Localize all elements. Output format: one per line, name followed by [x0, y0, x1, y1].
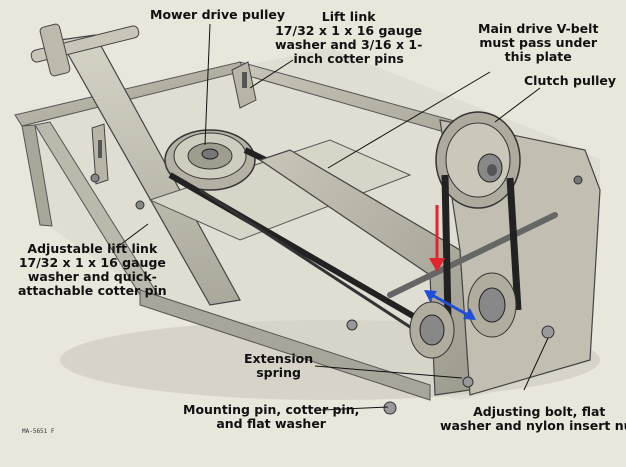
drive-shaft — [387, 212, 558, 298]
label-lift-link-line-2: 17/32 x 1 x 16 gauge — [275, 23, 423, 38]
red-arrow — [429, 205, 445, 272]
label-adjustable-line-4: attachable cotter pin — [18, 283, 167, 298]
lower-pulleys — [409, 272, 517, 359]
blue-arrow — [424, 290, 476, 320]
label-extension-spring: Extension spring — [244, 352, 313, 380]
label-main-drive-line-2: must pass under — [479, 35, 598, 50]
label-adjusting-line-1: Adjusting bolt, flat — [473, 404, 606, 419]
label-lift-link-line-1: Lift link — [321, 9, 376, 24]
label-main-drive-line-3: this plate — [504, 49, 572, 64]
label-lift-link: Lift link 17/32 x 1 x 16 gauge washer an… — [275, 10, 422, 66]
label-mounting-pin: Mounting pin, cotter pin, and flat washe… — [183, 403, 359, 431]
fasteners — [346, 319, 555, 415]
label-adjustable-lift-link: Adjustable lift link 17/32 x 1 x 16 gaug… — [18, 242, 167, 298]
figure-code: MA-5651 F — [22, 428, 55, 435]
label-main-drive-v-belt: Main drive V-belt must pass under this p… — [478, 22, 598, 64]
lift-arm — [30, 23, 241, 306]
label-lift-link-line-3: washer and 3/16 x 1- — [275, 37, 423, 52]
leader-lines — [119, 23, 549, 411]
label-adjustable-line-3: washer and quick- — [27, 269, 157, 284]
label-adjusting-bolt: Adjusting bolt, flat washer and nylon in… — [440, 405, 626, 433]
label-main-drive-line-1: Main drive V-belt — [478, 21, 599, 36]
label-adjusting-line-2: washer and nylon insert nut — [440, 418, 626, 433]
label-extension-line-2: spring — [256, 365, 301, 380]
label-clutch-pulley: Clutch pulley — [524, 73, 617, 88]
label-mower-drive-pulley: Mower drive pulley — [150, 7, 285, 22]
adjustable-lift-link-bracket — [90, 123, 145, 210]
label-mounting-line-1: Mounting pin, cotter pin, — [183, 402, 360, 417]
label-lift-link-line-4: inch cotter pins — [293, 51, 404, 66]
lift-link-bracket — [231, 61, 257, 109]
clutch-pulley — [435, 111, 522, 321]
label-extension-line-1: Extension — [244, 351, 314, 366]
mower-drive-pulley — [164, 129, 256, 191]
label-adjustable-line-2: 17/32 x 1 x 16 gauge — [18, 255, 166, 270]
label-mounting-line-2: and flat washer — [216, 416, 326, 431]
label-adjustable-line-1: Adjustable lift link — [27, 241, 158, 256]
